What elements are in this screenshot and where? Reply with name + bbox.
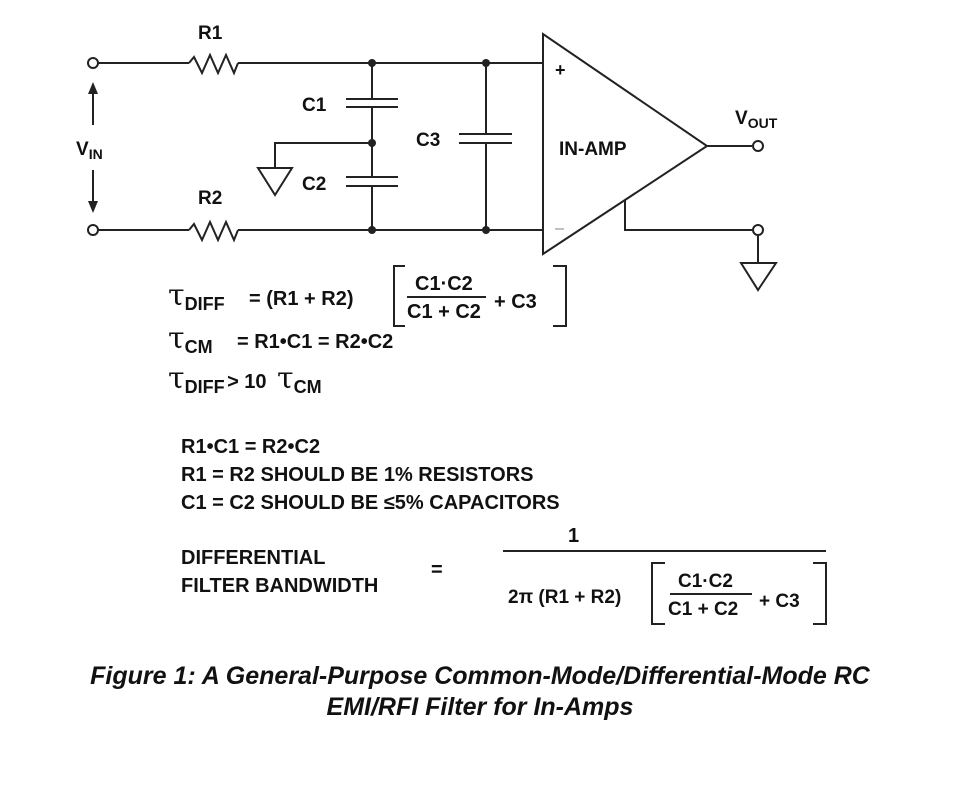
resistor-r2 <box>188 219 239 243</box>
terminal-vout <box>752 140 764 152</box>
note-rc-match: R1•C1 = R2•C2 <box>181 436 321 458</box>
subscript-cm: CM <box>293 377 322 397</box>
figure-caption: Figure 1: A General-Purpose Common-Mode/… <box>0 661 960 723</box>
junction-dot <box>482 59 490 67</box>
label-vout: VOUT <box>735 108 778 131</box>
junction-dot <box>368 139 376 147</box>
equation-tau-diff: τDIFF <box>168 278 225 314</box>
bracket-right <box>553 265 567 327</box>
terminal-reference <box>752 224 764 236</box>
subscript-cm: CM <box>184 337 213 357</box>
junction-dot <box>368 59 376 67</box>
resistor-r1 <box>188 52 239 76</box>
bandwidth-label-line2: FILTER BANDWIDTH <box>181 575 379 597</box>
bracket-right <box>813 562 827 625</box>
label-c3: C3 <box>416 130 440 151</box>
junction-dot <box>482 226 490 234</box>
wire-mid-ground <box>274 142 372 168</box>
plus-c3: + C3 <box>494 291 537 313</box>
caption-line-1: Figure 1: A General-Purpose Common-Mode/… <box>90 662 870 690</box>
bracket-left <box>651 562 665 625</box>
label-r1: R1 <box>198 23 223 44</box>
bandwidth-equals: = <box>431 559 443 581</box>
junction-dot <box>368 226 376 234</box>
label-r2: R2 <box>198 188 222 209</box>
equation-tau-inequality: τDIFF > 10 τCM <box>168 361 322 397</box>
note-resistor-tolerance: R1 = R2 SHOULD BE 1% RESISTORS <box>181 464 534 486</box>
subscript-diff: DIFF <box>184 377 225 397</box>
terminal-vin-bottom <box>87 224 99 236</box>
label-c2: C2 <box>302 174 326 195</box>
label-in-amp: IN-AMP <box>559 139 627 160</box>
bandwidth-label-line1: DIFFERENTIAL <box>181 547 326 569</box>
label-c1: C1 <box>302 95 327 116</box>
caption-line-2: EMI/RFI Filter for In-Amps <box>326 693 634 721</box>
tau-symbol: τ <box>168 361 185 396</box>
ground-symbol-ref <box>739 262 778 292</box>
tau-symbol: τ <box>168 321 185 356</box>
tau-symbol: τ <box>277 361 294 396</box>
bandwidth-fraction-numerator: C1·C2 <box>678 571 733 592</box>
equation-tau-cm: τCM <box>168 321 213 357</box>
ground-symbol-mid <box>256 167 294 197</box>
bandwidth-denominator-prefix: 2π (R1 + R2) <box>508 587 622 608</box>
bracket-left <box>393 265 405 327</box>
subscript-diff: DIFF <box>184 294 225 314</box>
note-capacitor-tolerance: C1 = C2 SHOULD BE ≤5% CAPACITORS <box>181 492 560 514</box>
bandwidth-plus-c3: + C3 <box>759 591 800 612</box>
terminal-vin-top <box>87 57 99 69</box>
label-minus-input: – <box>555 220 564 237</box>
greater-than-ten: > 10 <box>227 371 267 393</box>
tau-symbol: τ <box>168 278 185 313</box>
arrow-down-icon <box>88 201 98 213</box>
label-plus-input: + <box>555 60 566 80</box>
wire-reference <box>624 200 752 231</box>
label-vin: VIN <box>76 139 103 162</box>
fraction-denominator: C1 + C2 <box>407 301 481 323</box>
arrow-up-icon <box>88 82 98 94</box>
fraction-numerator: C1·C2 <box>415 273 473 295</box>
bandwidth-fraction-denominator: C1 + C2 <box>668 599 739 620</box>
equation-tau-diff-rhs: = (R1 + R2) <box>249 288 354 310</box>
equation-tau-cm-rhs: = R1•C1 = R2•C2 <box>237 331 394 353</box>
bandwidth-numerator: 1 <box>568 525 580 547</box>
